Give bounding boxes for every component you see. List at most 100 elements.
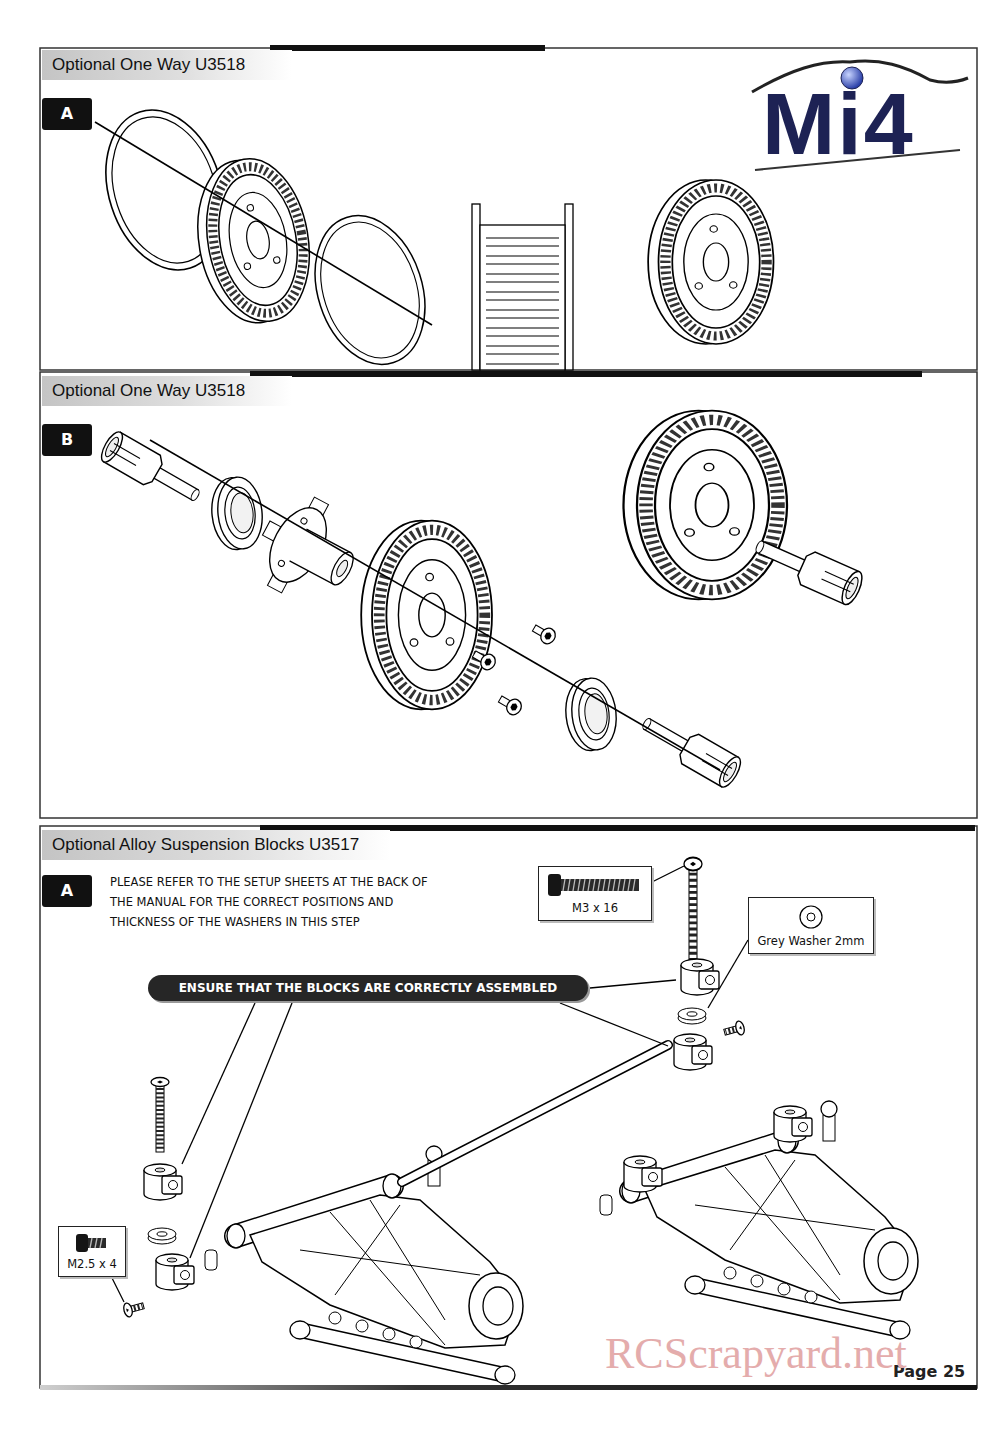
icon-shape	[583, 879, 585, 891]
pulley-side-view	[486, 255, 559, 256]
leader-line	[112, 866, 748, 1302]
section-title: Optional One Way U3518	[52, 50, 245, 80]
icon-shape	[76, 1234, 106, 1252]
suspension-exploded	[122, 857, 745, 1384]
watermark: RCScrapyard.net	[605, 1328, 907, 1379]
pulley-side-view	[486, 317, 559, 318]
icon-shape	[633, 879, 635, 891]
panel-frame	[40, 48, 977, 370]
suspension-assembled	[774, 1106, 812, 1142]
section-header: Optional One Way U3518	[42, 376, 292, 406]
panel-frame	[270, 45, 545, 51]
pulley-side-view	[480, 225, 565, 370]
pulley-side-view	[472, 204, 480, 370]
section-header: Optional One Way U3518	[42, 50, 292, 80]
note-pill: ENSURE THAT THE BLOCKS ARE CORRECTLY ASS…	[148, 975, 588, 1001]
suspension-assembled	[600, 1101, 918, 1339]
icon-shape	[603, 879, 605, 891]
one-way-exploded	[208, 475, 265, 552]
icon-shape	[76, 1234, 88, 1252]
pulley-side-view	[486, 291, 559, 292]
pulley-side-view	[486, 237, 559, 238]
pulley-side-view	[486, 273, 559, 274]
panel-frame	[40, 826, 977, 1388]
icon-shape	[623, 879, 625, 891]
suspension-exploded	[681, 959, 719, 995]
one-way-assembled	[750, 529, 866, 607]
leader-line	[648, 866, 684, 884]
logo-graphic	[752, 61, 968, 170]
icon-shape	[608, 879, 610, 891]
part-callout: Grey Washer 2mm	[748, 897, 874, 954]
one-way-exploded	[562, 676, 619, 753]
part-name: Grey Washer 2mm	[757, 934, 864, 948]
suspension-assembled	[624, 1156, 662, 1192]
step-letter: A	[42, 98, 92, 130]
instruction-note: PLEASE REFER TO THE SETUP SHEETS AT THE …	[110, 872, 448, 932]
icon-shape	[563, 879, 565, 891]
suspension-exploded	[678, 1008, 706, 1024]
suspension-exploded	[227, 1146, 523, 1384]
suspension-exploded	[122, 1299, 145, 1318]
suspension-exploded	[151, 1078, 169, 1153]
suspension-exploded	[148, 1228, 176, 1244]
icon-shape	[568, 879, 570, 891]
pulley-side-view	[486, 281, 559, 282]
icon-shape	[548, 874, 639, 896]
pulley-exploded	[297, 201, 443, 378]
leader-line	[590, 980, 676, 988]
icon-shape	[588, 879, 590, 891]
washer-icon	[796, 903, 826, 931]
pulley-side-view	[486, 309, 559, 310]
leader-line	[190, 1003, 292, 1258]
suspension-exploded	[723, 1020, 746, 1039]
pulley-side-view	[486, 353, 559, 354]
icon-shape	[613, 879, 615, 891]
panel-frame	[250, 371, 922, 377]
step-badge: A	[42, 875, 92, 907]
icon-shape	[628, 879, 630, 891]
pulley-side-view	[472, 204, 573, 370]
panel-frame	[40, 1385, 977, 1390]
one-way-exploded	[361, 521, 492, 710]
icon-shape	[548, 874, 561, 896]
step-badge: A	[42, 98, 92, 130]
icon-shape	[800, 906, 822, 928]
suspension-exploded	[144, 1164, 182, 1200]
suspension-exploded	[205, 1250, 217, 1270]
one-way-exploded	[470, 647, 498, 672]
pulley-assembled	[648, 180, 773, 344]
step-badge: B	[42, 424, 92, 456]
section-title: Optional Alloy Suspension Blocks U3517	[52, 830, 359, 860]
icon-shape	[598, 879, 600, 891]
panel-frame	[40, 372, 977, 818]
part-callout: M3 x 16	[538, 866, 652, 921]
leader-line	[708, 940, 748, 1008]
pulley-side-view	[486, 238, 559, 364]
leader-line	[560, 1003, 668, 1046]
icon-shape	[578, 879, 580, 891]
icon-shape	[90, 1238, 92, 1248]
one-way-assembled	[624, 411, 788, 600]
panel-frame	[40, 45, 977, 1390]
part-name: M2.5 x 4	[67, 1257, 117, 1271]
pulley-exploded	[95, 122, 432, 325]
part-name: M3 x 16	[572, 901, 618, 915]
suspension-exploded	[674, 1034, 712, 1070]
pulley-side-view	[565, 204, 573, 370]
pulley-side-view	[486, 345, 559, 346]
one-way-exploded	[496, 692, 524, 717]
one-way-exploded	[636, 708, 745, 790]
pulley-side-view	[486, 335, 559, 336]
icon-shape	[618, 879, 620, 891]
icon-shape	[573, 879, 575, 891]
pulley-assembled	[648, 180, 773, 344]
section-title: Optional One Way U3518	[52, 376, 245, 406]
screw-icon	[75, 1232, 109, 1254]
one-way-assembled	[624, 411, 866, 608]
leader-line	[112, 1278, 124, 1302]
